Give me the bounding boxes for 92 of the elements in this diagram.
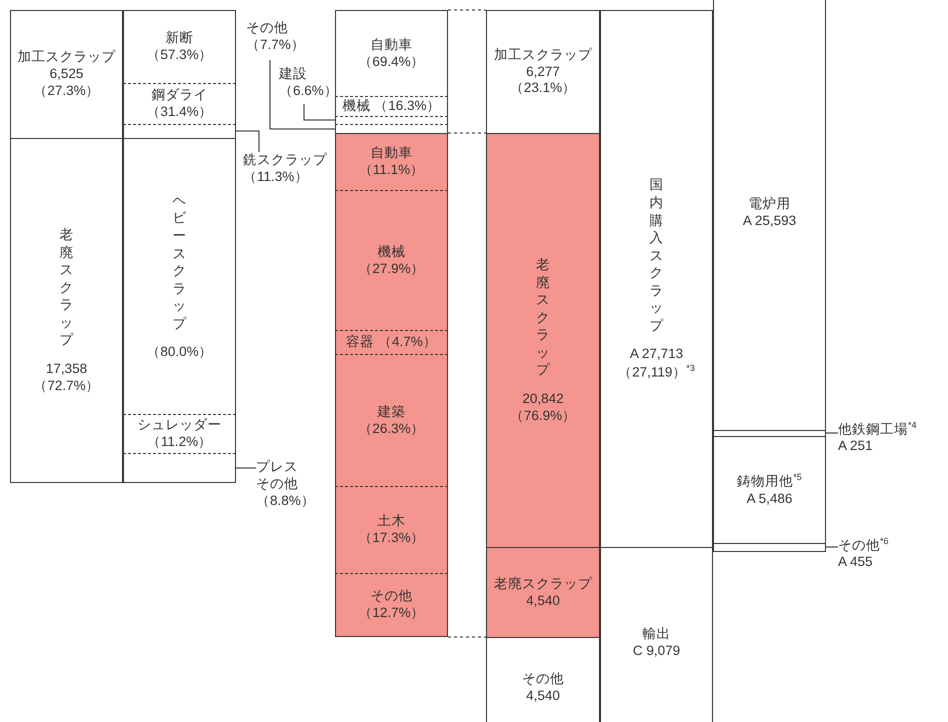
value-label: A 25,593 [742,213,796,230]
demand-segment [713,436,826,543]
segment-label: 電炉用 [748,196,790,213]
source-segment [335,133,448,190]
segment-label: ヘビースクラップ [172,192,187,332]
segment-label: 老廃スクラップ [494,576,592,592]
value-label: （11.2%） [146,434,212,451]
scrap-segment [10,10,123,138]
source-segment [335,486,448,573]
segment-label: 自動車 [370,36,412,54]
segment-label: その他 [522,670,564,688]
segment-label: 機械 （16.3%） [342,98,441,115]
value-label: （6.6%） [279,82,338,100]
segment-label: 鋳物用他$^{*5}$ [737,472,802,491]
value-label: （69.4%） [358,54,425,70]
segment-label: 国内購入スクラップ [649,176,664,334]
value-label: 6,277 [526,64,560,80]
value-label: （80.0%） [146,344,213,362]
blank-segment [713,543,826,552]
scrap-segment [123,414,236,453]
segment-label: 建築 [378,404,406,420]
supply-segment [486,637,600,722]
value-label: （7.7%） [246,36,305,54]
segment-label: 輸出 [642,626,670,642]
segment-label: 加工スクラップ [18,49,116,66]
leader-line [826,432,838,434]
value-label: A 251 [838,438,873,456]
value-label: （31.4%） [146,104,213,121]
blank-segment [123,453,236,483]
scrap-segment [123,10,236,83]
value-label: A 27,713 [630,346,684,364]
connector-line [448,636,486,638]
value-label: A 5,486 [746,490,792,508]
segment-label: 機械 [378,244,406,260]
value-label: （57.3%） [146,47,213,64]
segment-label: シュレッダー [138,417,222,434]
segment-label: 銑スクラップ [243,152,327,169]
scrap-segment [10,138,123,483]
value-label: 4,540 [526,688,560,704]
source-segment [335,96,448,116]
supply-segment [486,547,600,637]
segment-label: 土木 [378,513,406,530]
value-label: （23.1%） [510,80,576,98]
supply-segment [600,10,713,547]
value-label: （27,119）$^{*3}$ [618,363,695,382]
segment-label: 老廃スクラップ [59,226,74,350]
segment-label: その他 [370,588,412,605]
segment-label: 建設 [279,66,307,83]
value-label: 17,358 [46,361,88,378]
leader-line [270,60,336,130]
segment-label: 鋼ダライ [152,87,208,104]
segment-label: その他 [246,20,288,37]
segment-label: 容器 （4.7%） [346,334,437,351]
leader-line [304,104,336,120]
source-segment [335,573,448,637]
blank-segment [123,124,236,138]
source-segment [335,190,448,330]
segment-label: 加工スクラップ [494,46,592,64]
value-label: 4,540 [526,592,560,610]
segment-label: 老廃スクラップ [536,256,550,380]
value-label: C 9,079 [632,642,680,660]
segment-label: その他$^{*6}$ [838,536,889,554]
connector-line [448,132,486,134]
blank-segment [335,116,448,124]
leader-line [826,546,838,548]
value-label: （8.8%） [256,492,315,510]
scrap-segment [123,138,236,414]
segment-label: 自動車 [370,145,412,162]
segment-label: 新断 [166,30,194,47]
value-label: （72.7%） [33,378,100,395]
supply-segment [600,547,713,722]
value-label: （11.3%） [243,168,308,186]
value-label: 6,525 [50,66,84,83]
value-label: （12.7%） [358,605,425,622]
segment-label: プレスその他 [256,459,299,493]
source-segment [335,10,448,96]
value-label: 20,842 [522,391,564,408]
scrap-segment [123,83,236,124]
value-label: （11.1%） [358,162,424,179]
value-label: （27.9%） [358,260,425,278]
value-label: （76.9%） [510,408,576,425]
blank-segment [713,430,826,436]
demand-segment [713,0,826,430]
value-label: （26.3%） [358,420,425,438]
value-label: A 455 [838,554,873,572]
segment-label: 他鉄鋼工場$^{*4}$ [838,420,917,438]
source-segment [335,354,448,486]
value-label: （27.3%） [33,82,100,100]
source-segment [335,330,448,354]
leader-line [236,130,260,152]
supply-segment [486,133,600,547]
value-label: （17.3%） [358,530,425,547]
